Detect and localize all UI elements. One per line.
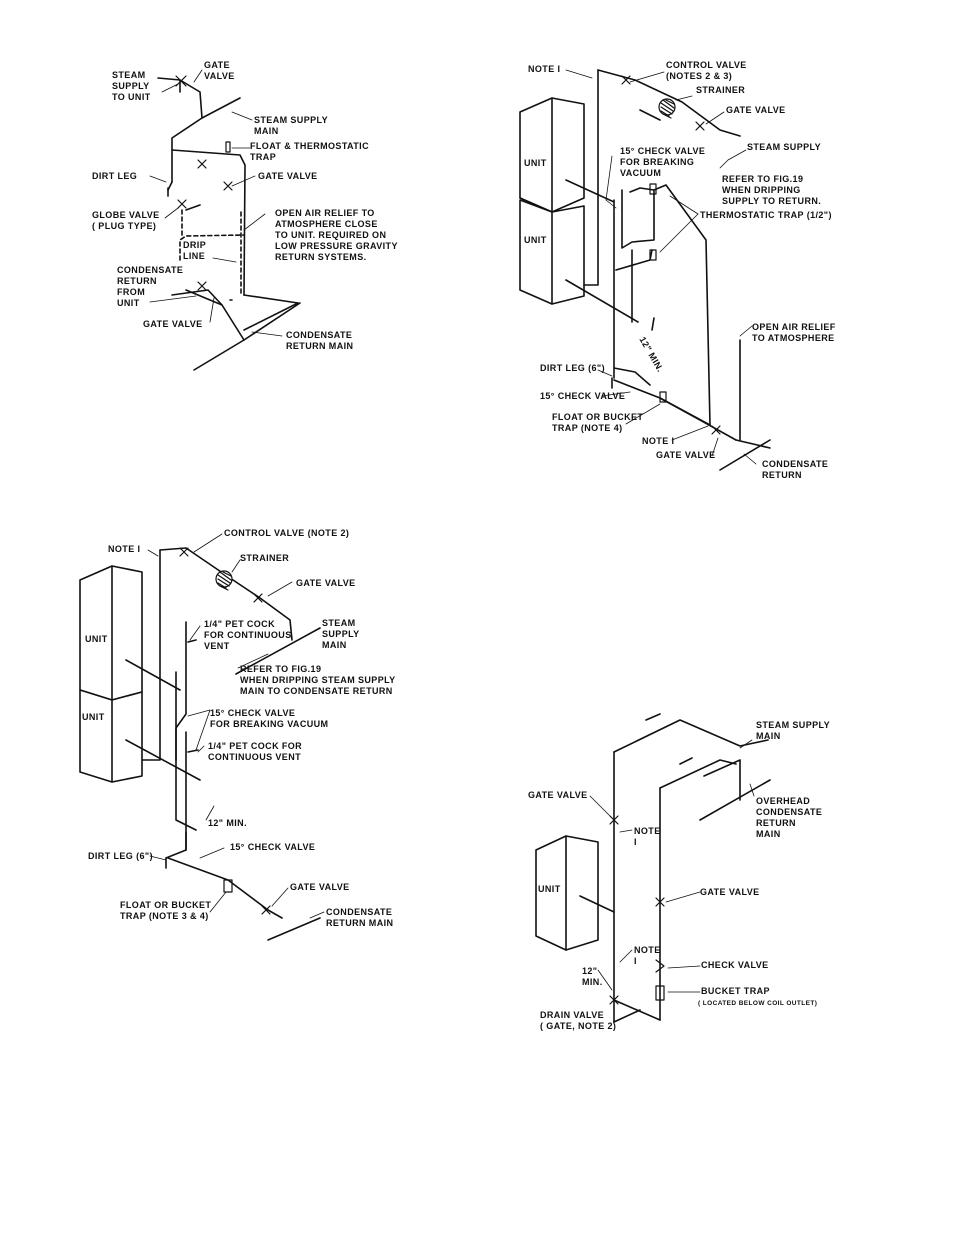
label-unit-lower-bl: UNIT (82, 712, 105, 722)
label-check-valve-br: CHECK VALVE (701, 960, 769, 970)
unit-box-upper-left (79, 565, 143, 701)
label-strainer: STRAINER (696, 85, 746, 95)
label-unit-upper-bl: UNIT (85, 634, 108, 644)
label-drain-valve: DRAIN VALVE ( GATE, NOTE 2) (540, 1010, 617, 1031)
valve-symbol (179, 547, 271, 915)
label-check-valve-15-lower: 15° CHECK VALVE (540, 391, 626, 401)
label-drip-line: DRIP LINE (183, 240, 207, 261)
label-steam-supply-to-unit: STEAM SUPPLY TO UNIT (112, 70, 151, 102)
unit-box-upper-right (519, 97, 585, 213)
valve-symbol (175, 75, 233, 291)
label-note1-bottom: NOTE I (642, 436, 675, 446)
label-gate-valve: GATE VALVE (726, 105, 786, 115)
label-float-bucket-trap: FLOAT OR BUCKET TRAP (NOTE 4) (552, 412, 644, 433)
leader-lines (147, 533, 325, 919)
valve-symbol (609, 815, 665, 1005)
label-globe-valve: GLOBE VALVE ( PLUG TYPE) (92, 210, 160, 231)
label-dirt-leg: DIRT LEG (92, 171, 138, 181)
leader-lines (149, 69, 283, 337)
diagram-top-left-lines (149, 69, 301, 371)
label-gate-valve-top-br: GATE VALVE (528, 790, 588, 800)
label-twelve-min-br: 12" MIN. (582, 966, 603, 987)
label-note1-bl: NOTE I (108, 544, 141, 554)
label-steam-supply-main: STEAM SUPPLY MAIN (254, 115, 328, 136)
label-note1-top: NOTE I (528, 64, 561, 74)
label-float-bucket-trap-bl: FLOAT OR BUCKET TRAP (NOTE 3 & 4) (120, 900, 212, 921)
label-gate-valve-top-bl: GATE VALVE (296, 578, 356, 588)
label-twelve-min-bl: 12" MIN. (208, 818, 247, 828)
label-bucket-trap-br: BUCKET TRAP (701, 986, 770, 996)
label-condensate-return-main: CONDENSATE RETURN MAIN (286, 330, 354, 351)
leader-lines (565, 69, 757, 465)
label-steam-supply-main-br: STEAM SUPPLY MAIN (756, 720, 830, 741)
label-condensate-return-from-unit: CONDENSATE RETURN FROM UNIT (117, 265, 184, 308)
label-pet-cock-lower: 1/4" PET COCK FOR CONTINUOUS VENT (208, 741, 303, 762)
label-check-valve-15-bl: 15° CHECK VALVE FOR BREAKING VACUUM (210, 708, 329, 729)
label-condensate-return: CONDENSATE RETURN (762, 459, 829, 480)
label-gate-valve-mid-br: GATE VALVE (700, 887, 760, 897)
label-gate-valve-bottom: GATE VALVE (143, 319, 203, 329)
label-unit-upper: UNIT (524, 158, 547, 168)
diagram-top-right-lines (519, 69, 771, 471)
label-note1-top-br: NOTE I (634, 826, 661, 847)
label-dirt-leg-bl: DIRT LEG (6") (88, 851, 153, 861)
unit-box-bottom-right (535, 835, 599, 951)
unit-box-lower-right (519, 199, 585, 305)
label-bucket-trap-note: ( LOCATED BELOW COIL OUTLET) (698, 1000, 818, 1007)
unit-box-lower-left (79, 689, 143, 783)
label-gate-valve-top: GATE VALVE (204, 60, 235, 81)
label-dirt-leg-right: DIRT LEG (6") (540, 363, 605, 373)
label-open-air-relief-right: OPEN AIR RELIEF TO ATMOSPHERE (752, 322, 836, 343)
label-unit-br: UNIT (538, 884, 561, 894)
label-unit-lower: UNIT (524, 235, 547, 245)
label-condensate-return-main-bl: CONDENSATE RETURN MAIN (326, 907, 394, 928)
label-steam-supply-main-bl: STEAM SUPPLY MAIN (322, 618, 360, 650)
label-control-valve-bl: CONTROL VALVE (NOTE 2) (224, 528, 350, 538)
label-note1-bottom-br: NOTE I (634, 945, 661, 966)
label-refer-fig19: REFER TO FIG.19 WHEN DRIPPING SUPPLY TO … (722, 174, 822, 206)
label-open-air-relief: OPEN AIR RELIEF TO ATMOSPHERE CLOSE TO U… (275, 208, 398, 262)
diagram-bottom-left-lines (79, 533, 325, 941)
label-refer-fig19-bl: REFER TO FIG.19 WHEN DRIPPING STEAM SUPP… (240, 664, 396, 696)
label-gate-valve-bottom-bl: GATE VALVE (290, 882, 350, 892)
label-gate-valve-bottom-right: GATE VALVE (656, 450, 716, 460)
leader-lines (589, 739, 755, 993)
label-overhead-condensate: OVERHEAD CONDENSATE RETURN MAIN (756, 796, 823, 839)
diagram-bottom-right-lines (535, 713, 771, 1023)
label-control-valve: CONTROL VALVE (NOTES 2 & 3) (666, 60, 747, 81)
valve-symbol (621, 75, 721, 435)
label-float-thermostatic-trap: FLOAT & THERMOSTATIC TRAP (250, 141, 369, 162)
label-thermostatic-trap: THERMOSTATIC TRAP (1/2") (700, 210, 832, 220)
label-gate-valve-mid: GATE VALVE (258, 171, 318, 181)
label-pet-cock-upper: 1/4" PET COCK FOR CONTINUOUS VENT (204, 619, 292, 651)
label-check-valve-15: 15° CHECK VALVE FOR BREAKING VACUUM (620, 146, 706, 178)
label-strainer-bl: STRAINER (240, 553, 290, 563)
label-steam-supply: STEAM SUPPLY (747, 142, 821, 152)
label-check-valve-15-lower-bl: 15° CHECK VALVE (230, 842, 316, 852)
